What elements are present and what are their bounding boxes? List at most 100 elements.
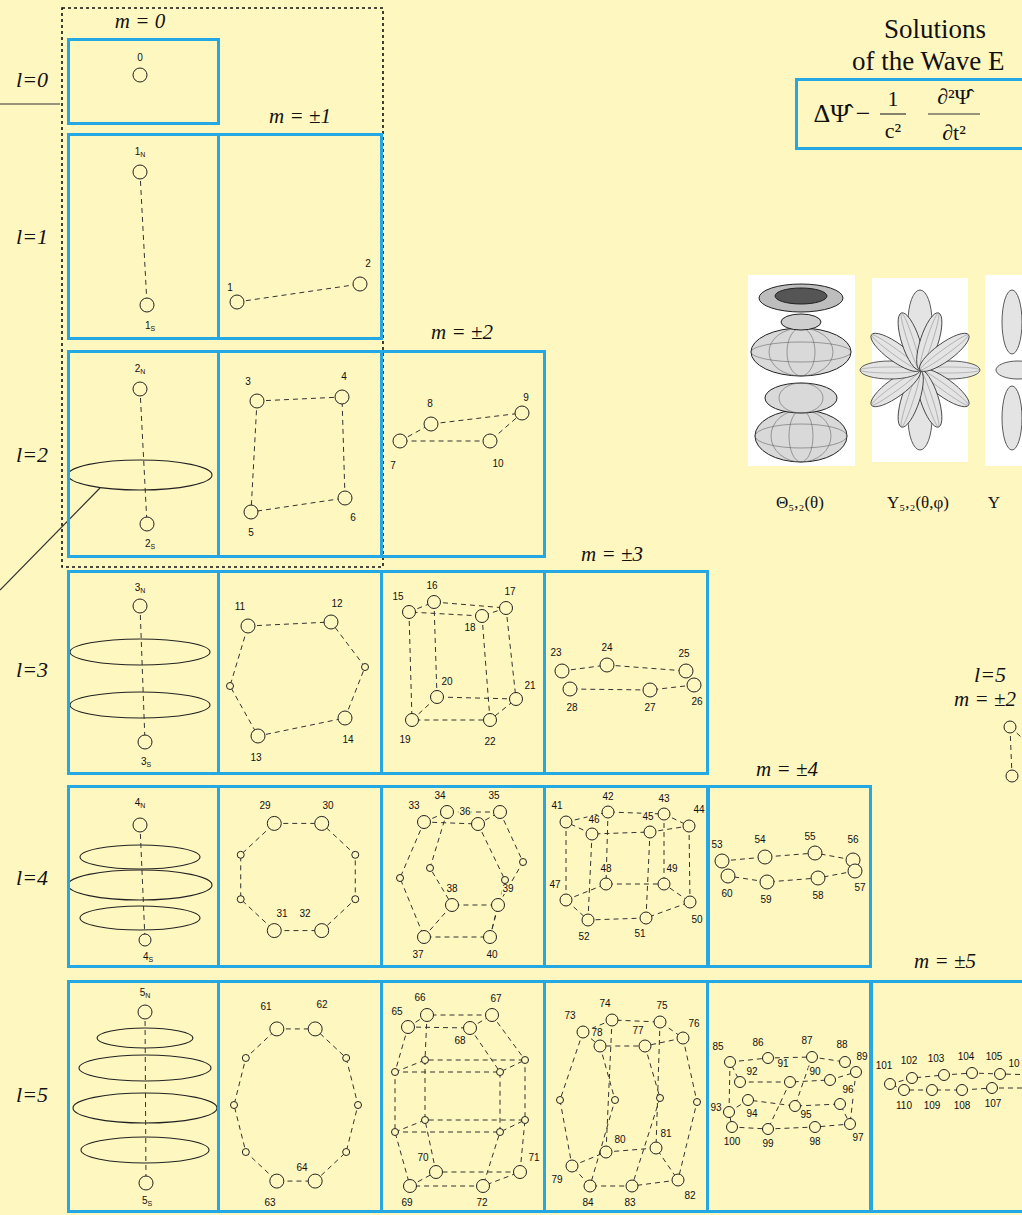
dashed-link [506,608,516,699]
charge-circle [644,826,656,838]
state-number: 107 [984,1099,1003,1109]
mode-cell: 414243444546474849505152 [543,785,710,968]
state-number: 5N [139,988,152,999]
charge-circle [355,1102,362,1109]
charge-circle [885,1079,896,1090]
mode-cell: 5N5S [67,980,220,1213]
state-number: 25 [677,649,690,659]
plot-shape [751,328,851,376]
charge-circle [600,878,612,890]
state-number: 40 [485,950,498,960]
state-number: 28 [565,703,578,713]
charge-circle [392,1069,399,1076]
state-number: 52 [577,932,590,942]
state-number: 10 [491,459,504,469]
state-number: 95 [799,1110,812,1120]
plot-shape [787,328,815,376]
nodal-ellipse [68,460,212,490]
dashed-link [566,812,689,834]
charge-circle [428,596,441,609]
state-number: 43 [657,794,670,804]
dashed-link [410,1172,520,1186]
charge-circle [352,851,359,858]
charge-circle [807,1052,818,1063]
charge-circle [1006,770,1018,782]
mode-cell: 6566676869707172 [380,980,546,1213]
state-number: 55 [803,832,816,842]
state-number: 41 [550,801,563,811]
charge-circle [563,682,577,696]
state-number: 38 [445,884,458,894]
dashed-link [1010,727,1012,776]
circle-figure [244,390,352,519]
formula-term: c² [885,119,901,143]
state-number: 51 [633,929,646,939]
state-number: 99 [761,1139,774,1149]
plot-shape [789,410,813,462]
charge-circle [446,899,459,912]
circle-figure [68,382,212,531]
circle-figure [133,165,154,312]
charge-circle [658,808,670,820]
charge-circle [557,1097,564,1104]
state-number: 59 [759,895,772,905]
dashed-link [570,685,694,690]
state-number: 61 [259,1002,272,1012]
state-number: 24 [600,643,613,653]
state-number: 4S [142,952,154,963]
dashed-link [395,1060,525,1072]
charge-circle [967,1068,978,1079]
dashed-link [492,1015,525,1172]
charge-circle [335,390,349,404]
state-number: 11 [234,602,246,612]
state-number: 8 [426,399,434,409]
state-number: 83 [623,1198,636,1208]
charge-circle [244,505,258,519]
dashed-link [140,825,145,940]
state-number: 3S [140,757,152,768]
plot-shape [918,332,970,372]
circle-figure [403,596,523,727]
dashed-link [590,1046,615,1186]
charge-circle [231,1102,238,1109]
state-number: 5 [247,528,255,538]
state-number: 22 [483,737,496,747]
charge-circle [477,1180,490,1193]
circle-figure [68,818,212,946]
charge-circle [242,1149,249,1156]
circle-figure [230,277,367,309]
row-label: l=2 [16,443,48,467]
dashed-link [140,606,145,742]
charge-circle [315,924,329,938]
state-number: 97 [851,1133,864,1143]
charge-circle [724,1107,735,1118]
nodal-ellipse [70,692,210,718]
charge-circle [677,1032,689,1044]
charge-circle [626,1180,638,1192]
charge-circle [241,619,255,633]
state-number: 30 [321,801,334,811]
dashed-link [395,1120,525,1132]
state-number: 26 [690,697,703,707]
charge-circle [494,806,507,819]
state-number: 80 [613,1135,626,1145]
state-number: 103 [927,1054,946,1064]
charge-circle [403,606,416,619]
charge-circle [835,1099,846,1110]
dashed-link [795,1057,812,1106]
charge-circle [715,854,729,868]
dashed-link [425,1015,436,1172]
state-number: 89 [855,1052,868,1062]
state-number: 75 [655,1001,668,1011]
charge-circle [422,1057,429,1064]
charge-circle [464,1022,477,1035]
state-number: 102 [900,1056,919,1066]
circle-figure [724,1052,862,1135]
state-number: 13 [249,753,262,763]
charge-circle [133,165,147,179]
state-number: 58 [811,891,824,901]
charge-circle [230,295,244,309]
charge-circle [840,1057,851,1068]
dashed-link [482,616,490,720]
charge-circle [555,664,569,678]
